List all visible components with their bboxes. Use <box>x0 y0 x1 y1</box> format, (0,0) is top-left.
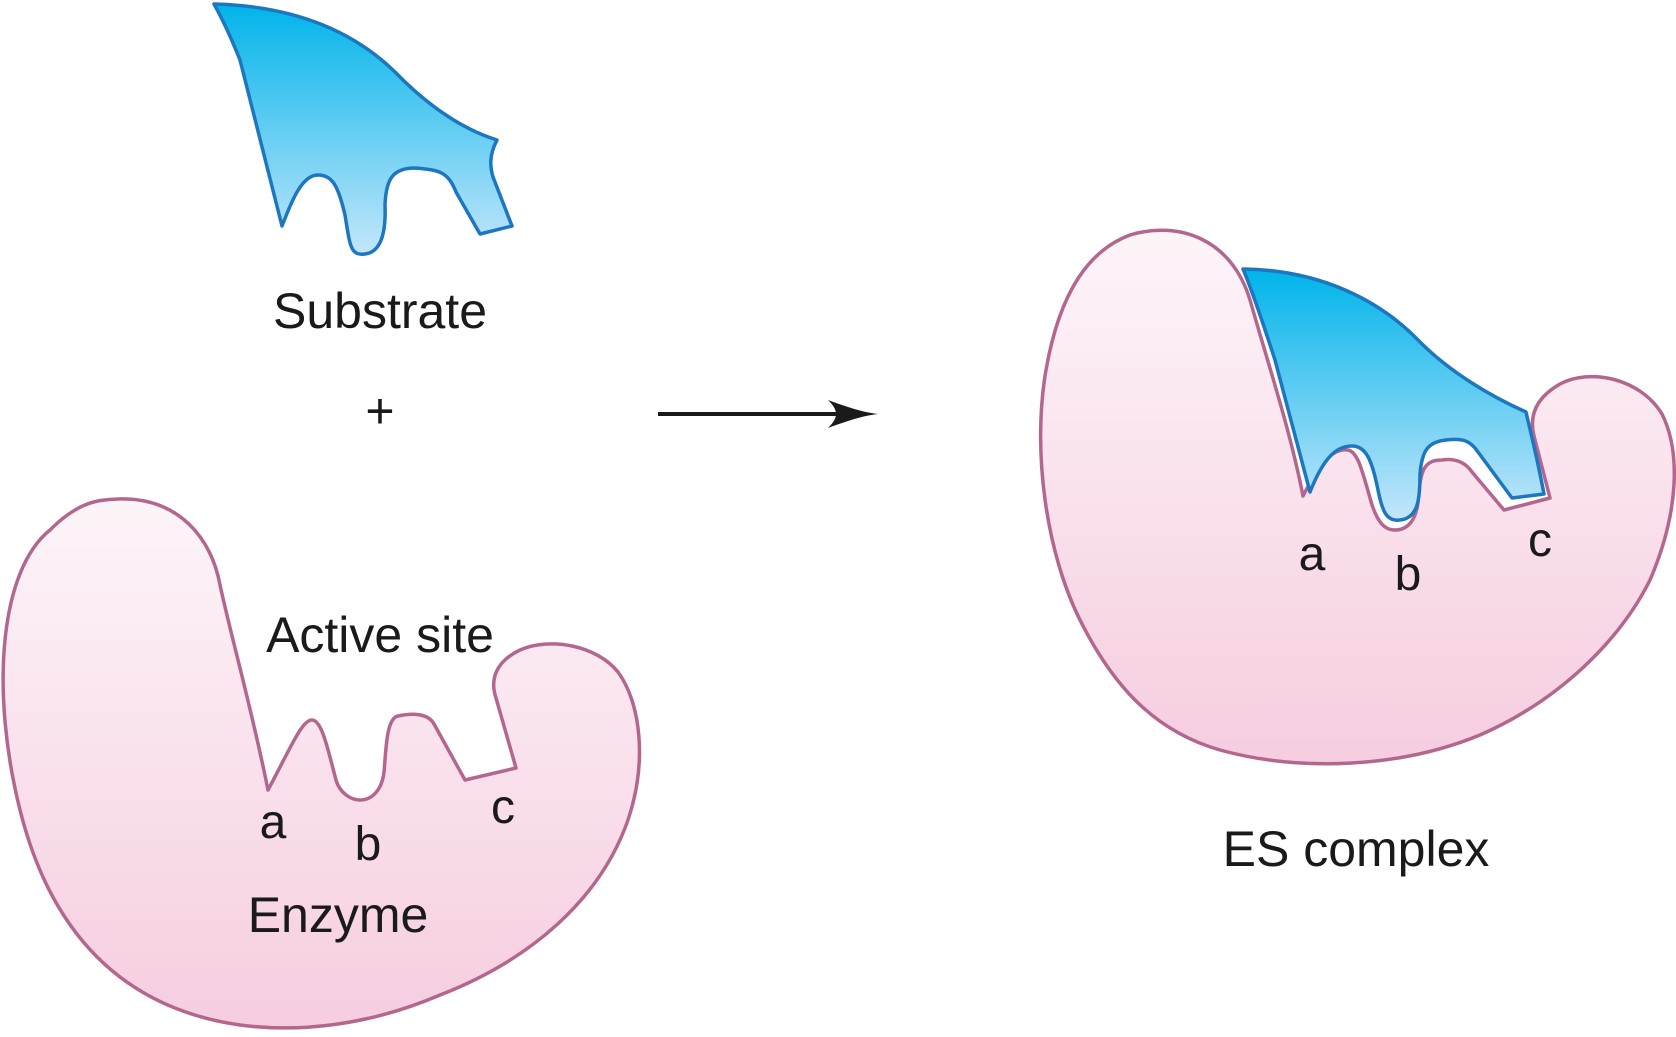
active-site-label: Active site <box>266 607 494 663</box>
complex-site-b-label: b <box>1395 548 1422 601</box>
es-complex-label: ES complex <box>1223 821 1490 877</box>
reaction-arrow <box>658 400 878 428</box>
substrate-label: Substrate <box>273 283 487 339</box>
complex-site-a-label: a <box>1299 528 1326 581</box>
substrate-shape <box>212 2 514 256</box>
enzyme-site-c-label: c <box>491 781 515 834</box>
enzyme-site-b-label: b <box>355 818 382 871</box>
es-complex-substrate-shape <box>1241 267 1546 522</box>
es-complex-enzyme-shape <box>1038 228 1676 766</box>
plus-sign: + <box>365 383 394 439</box>
enzyme-site-a-label: a <box>260 796 287 849</box>
complex-site-c-label: c <box>1528 514 1552 567</box>
enzyme-label: Enzyme <box>248 887 429 943</box>
enzyme-shape <box>1 497 642 1030</box>
